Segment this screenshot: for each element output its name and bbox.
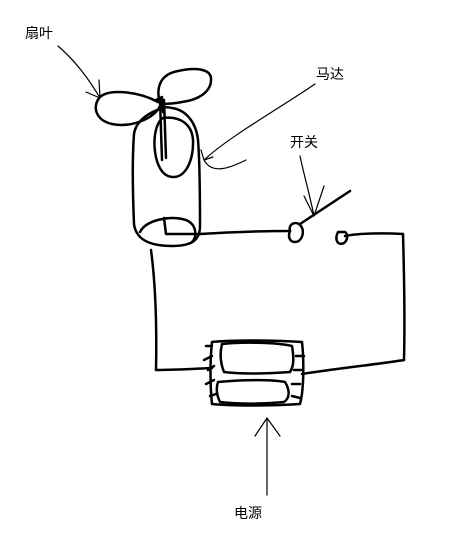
motor-pointer <box>200 83 316 170</box>
switch-left-contact <box>287 221 304 244</box>
switch-pointer <box>299 155 325 217</box>
power-source-label: 电源 <box>234 506 262 522</box>
switch-right-contact <box>335 230 349 245</box>
wire-right-to-battery <box>300 358 406 376</box>
battery-outer <box>209 339 305 407</box>
wire-switch-to-right <box>343 232 405 238</box>
switch <box>287 189 352 245</box>
wire-motor-to-switch <box>198 229 292 236</box>
battery-cell-top <box>219 341 295 375</box>
fan-blade-pointer <box>57 45 101 99</box>
fan-blade-label: 扇叶 <box>25 26 53 42</box>
motor-bottom-ellipse <box>138 216 197 244</box>
circuit-wires <box>149 229 406 376</box>
battery-right-terminals <box>290 354 306 400</box>
callout-pointers <box>57 45 325 496</box>
motor-label: 马达 <box>316 67 344 83</box>
battery-left-terminals <box>202 344 218 398</box>
motor-shaft <box>158 98 168 162</box>
motor-top-ellipse <box>153 116 195 179</box>
fan-blades <box>94 67 213 127</box>
switch-lever <box>298 189 352 226</box>
switch-label: 开关 <box>290 135 318 151</box>
wire-left-side <box>149 248 158 372</box>
fan-blade-right <box>157 67 213 106</box>
motor-bottom-inner <box>162 216 202 236</box>
wire-left-to-battery <box>154 366 214 372</box>
battery-cell-bottom <box>215 378 290 405</box>
power-source <box>202 339 306 407</box>
motor <box>131 98 202 248</box>
power-pointer <box>254 417 281 496</box>
wire-right-side <box>401 232 406 362</box>
fan-blade-left <box>94 90 162 127</box>
